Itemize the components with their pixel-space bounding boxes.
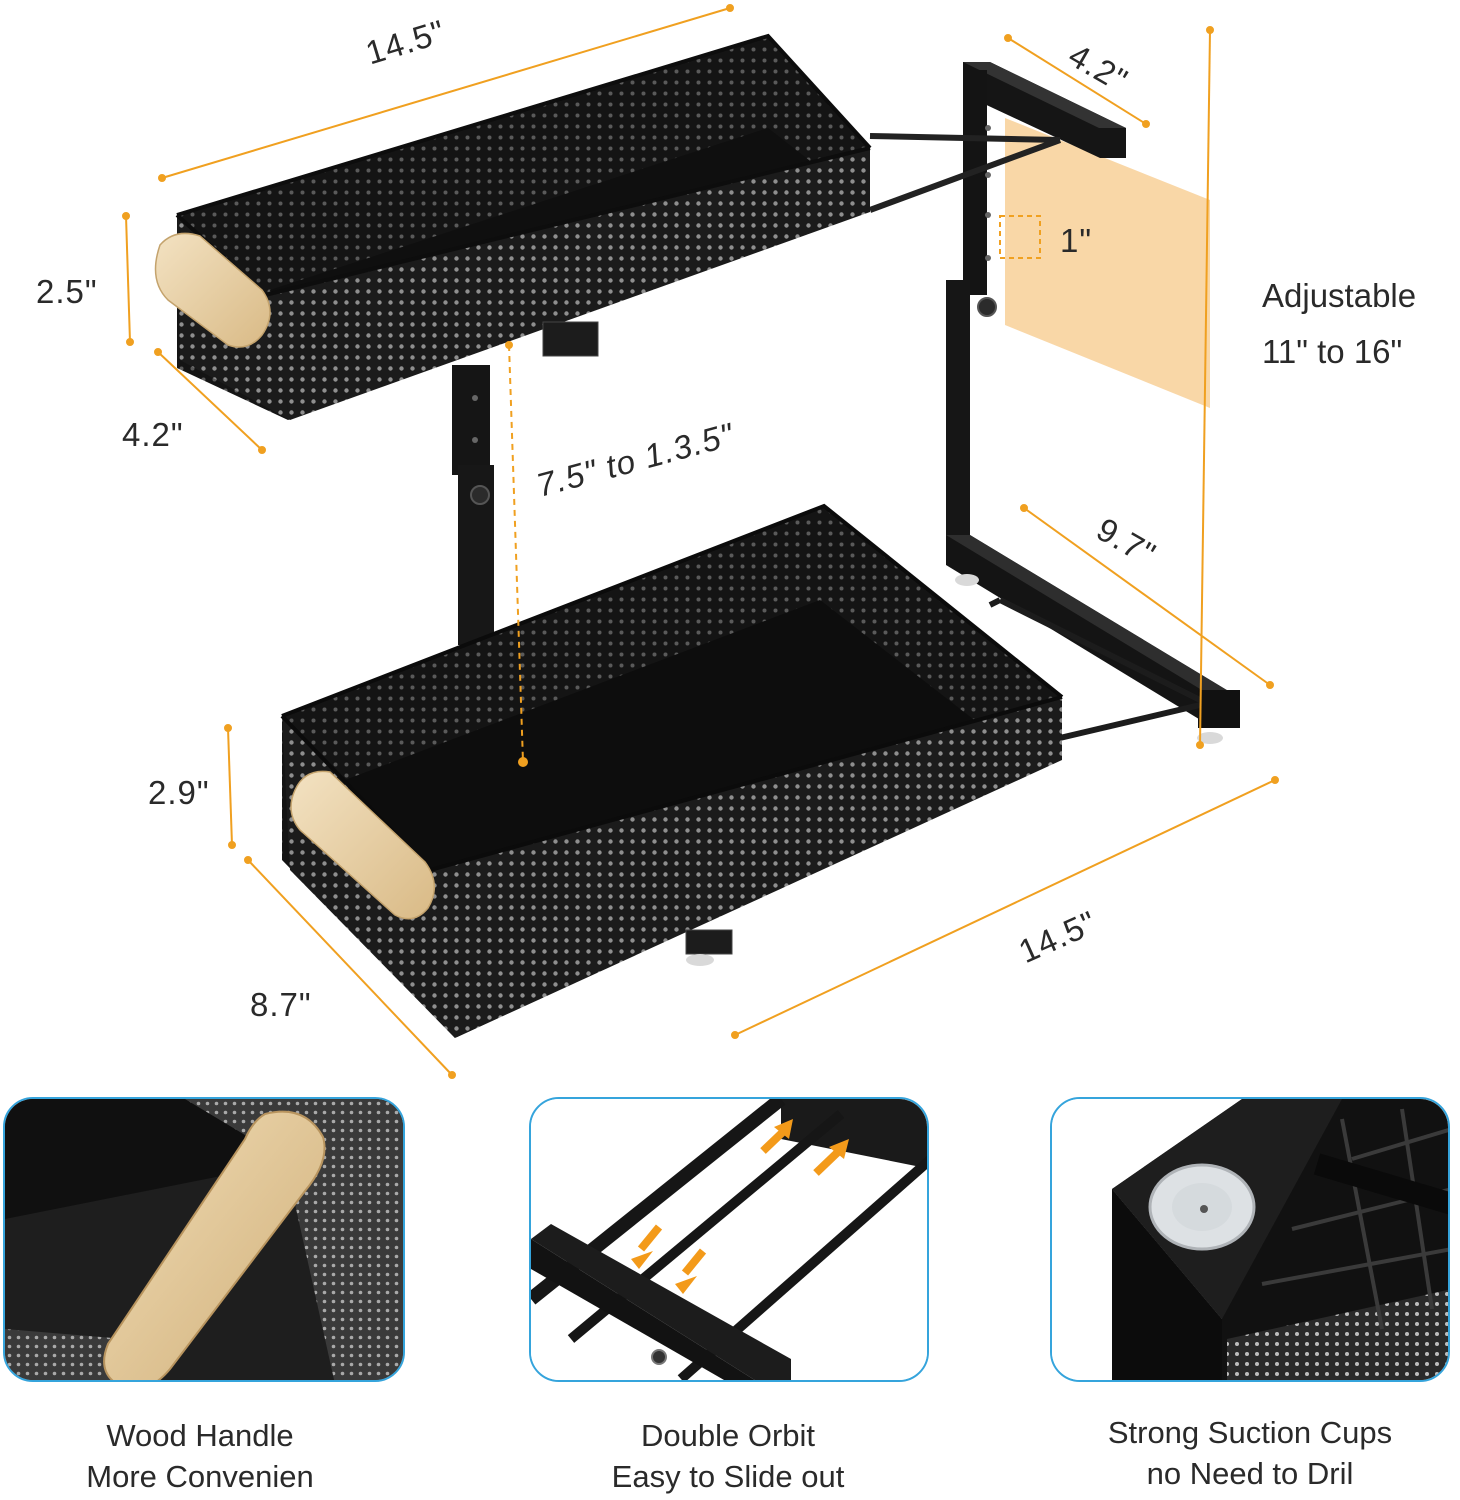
dim-top-width: 4.2" xyxy=(122,416,184,453)
dim-hole-spacing: 1" xyxy=(1060,222,1093,259)
adjustable-range-highlight xyxy=(1005,118,1210,408)
adjustable-range-label: Adjustable 11" to 16" xyxy=(1262,268,1416,380)
dim-bottom-depth: 8.7" xyxy=(250,986,312,1023)
wood-handle-closeup xyxy=(103,1110,326,1380)
caption-wood-handle-line2: More Convenien xyxy=(86,1459,314,1494)
caption-wood-handle: Wood Handle More Convenien xyxy=(0,1415,400,1497)
caption-wood-handle-line1: Wood Handle xyxy=(106,1418,294,1453)
caption-double-orbit-line1: Double Orbit xyxy=(640,1418,816,1453)
top-basket xyxy=(154,33,872,420)
feature-panel-suction-cups xyxy=(1050,1097,1450,1382)
dim-top-height: 2.5" xyxy=(36,273,98,310)
caption-double-orbit: Double Orbit Easy to Slide out xyxy=(528,1415,928,1497)
caption-suction-cups-line1: Strong Suction Cups xyxy=(1107,1415,1393,1450)
top-wood-handle xyxy=(154,232,271,348)
caption-double-orbit-line2: Easy to Slide out xyxy=(611,1459,845,1494)
caption-suction-cups: Strong Suction Cups no Need to Dril xyxy=(1050,1412,1450,1494)
dim-bottom-height: 2.9" xyxy=(148,774,210,811)
slide-arrows xyxy=(631,1119,849,1294)
product-illustration xyxy=(122,4,1279,1079)
adjustable-range: 11" to 16" xyxy=(1262,333,1403,370)
bottom-basket xyxy=(280,503,1064,1038)
feature-panel-double-orbit xyxy=(529,1097,929,1382)
rack-frame xyxy=(452,62,1240,748)
caption-suction-cups-line2: no Need to Dril xyxy=(1146,1456,1354,1491)
dimension-lines xyxy=(122,4,1279,1079)
feature-panel-wood-handle xyxy=(3,1097,405,1382)
bottom-wood-handle xyxy=(290,770,435,920)
adjustable-title: Adjustable xyxy=(1262,277,1417,314)
